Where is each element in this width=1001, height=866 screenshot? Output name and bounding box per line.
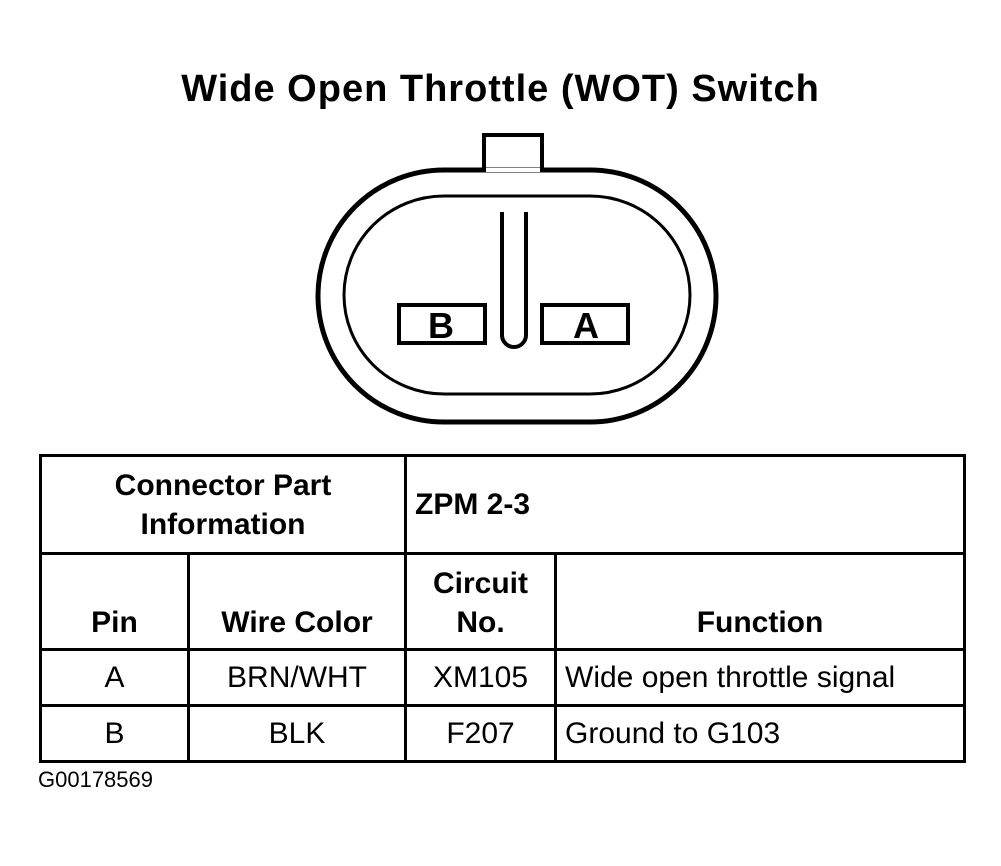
header-circuit-no: Circuit No. xyxy=(404,552,558,651)
row-b-circuit: F207 xyxy=(404,704,558,763)
row-b-function: Ground to G103 xyxy=(554,704,967,763)
connector-pinout-table: Connector Part Information ZPM 2-3 Pin W… xyxy=(38,454,967,763)
connector-part-number: ZPM 2-3 xyxy=(404,454,967,555)
connector-info-label-line2: Information xyxy=(140,507,306,541)
connector-info-row: Connector Part Information ZPM 2-3 xyxy=(38,454,967,555)
connector-info-label-line1: Connector Part xyxy=(114,468,332,502)
figure-id: G00178569 xyxy=(38,767,153,792)
row-a-wire-color: BRN/WHT xyxy=(186,648,408,707)
header-function: Function xyxy=(554,552,967,651)
header-circuit-line2: No. xyxy=(456,606,505,639)
header-circuit-line1: Circuit xyxy=(433,567,529,600)
connector-face-diagram: B A xyxy=(315,133,719,425)
connector-info-label: Connector Part Information xyxy=(38,454,408,555)
pin-cavity-b xyxy=(397,303,487,345)
connector-center-slot xyxy=(500,212,528,349)
row-a-pin: A xyxy=(39,648,190,707)
table-row: B BLK F207 Ground to G103 xyxy=(39,704,967,763)
row-b-wire-color: BLK xyxy=(186,704,408,763)
table-row: A BRN/WHT XM105 Wide open throttle signa… xyxy=(39,648,967,707)
diagram-title: Wide Open Throttle (WOT) Switch xyxy=(181,68,820,110)
row-b-pin: B xyxy=(39,704,190,763)
header-wire-color: Wire Color xyxy=(186,552,408,651)
pin-label-a: A xyxy=(573,305,599,346)
row-a-function: Wide open throttle signal xyxy=(554,648,967,707)
table-header-row: Pin Wire Color Circuit No. Function xyxy=(39,552,967,651)
header-pin: Pin xyxy=(39,552,190,651)
pin-cavity-a xyxy=(540,303,630,345)
pin-label-b: B xyxy=(428,305,454,346)
row-a-circuit: XM105 xyxy=(404,648,558,707)
